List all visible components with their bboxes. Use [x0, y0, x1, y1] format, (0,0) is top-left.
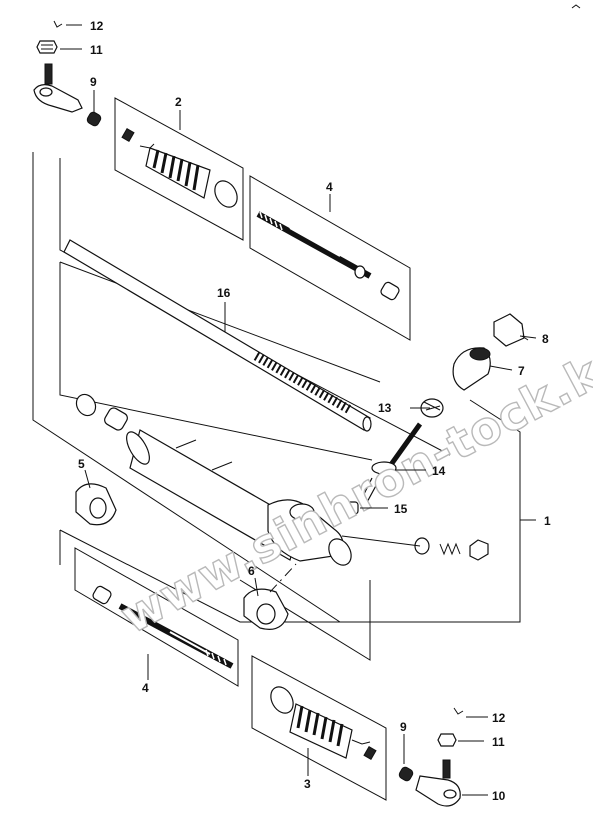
callout-15: 15 [394, 502, 408, 516]
inner-tie-rod-lower [92, 585, 234, 669]
adjuster-parts [452, 313, 529, 391]
spring-icon [439, 542, 461, 556]
frame-lower-edge [59, 529, 370, 623]
boot-lower-icon [289, 703, 353, 759]
inner-joint-upper-icon [380, 281, 400, 301]
pinion-gear-icon [359, 477, 379, 505]
lock-nut-8-icon [493, 313, 525, 347]
boot-group-3 [270, 686, 377, 761]
callout-4-lower: 4 [142, 681, 149, 695]
tie-rod-end-lower [398, 707, 464, 807]
frame-group-4-lower [74, 547, 239, 687]
leader-lines [60, 24, 537, 796]
callout-9-lower: 9 [400, 720, 407, 734]
frame-group-16-top [59, 261, 381, 383]
rack-bar-shaft-icon [63, 239, 371, 431]
inner-joint-lower-icon [92, 585, 112, 605]
rack-guide-icon [414, 537, 430, 555]
rack-bar [63, 239, 372, 432]
callout-4-upper: 4 [326, 180, 333, 194]
cotter-pin-lower-icon [453, 707, 464, 715]
callout-13: 13 [378, 401, 392, 415]
callout-5: 5 [78, 457, 85, 471]
lock-nut-upper-icon [86, 111, 102, 127]
rack-housing [75, 393, 352, 566]
rack-guide-parts [341, 535, 489, 561]
tie-rod-end-upper-body-icon [33, 84, 83, 113]
lock-nut-lower-icon [398, 766, 414, 782]
ball-stud-upper-icon [44, 63, 53, 85]
callout-8: 8 [542, 332, 549, 346]
frame-group-2 [114, 97, 244, 241]
callout-11-lower: 11 [492, 735, 505, 749]
callout-10: 10 [492, 789, 506, 803]
frame-group-16-left [59, 262, 373, 461]
o-ring-icon [75, 393, 97, 417]
cotter-pin-upper-icon [53, 20, 63, 28]
callout-2: 2 [175, 95, 182, 109]
callout-6: 6 [248, 564, 255, 578]
boot-group-2 [121, 127, 238, 208]
callout-12-lower: 12 [492, 711, 506, 725]
boot-upper-icon [145, 147, 211, 199]
callout-1: 1 [544, 514, 551, 528]
ball-stud-lower-icon [442, 759, 451, 779]
callout-3: 3 [304, 777, 311, 791]
adjust-screw-icon [469, 539, 489, 561]
boot-clamp-lower-icon [270, 686, 294, 714]
tie-rod-end-upper [33, 20, 102, 127]
frame-inner-line [59, 158, 451, 456]
frame-assembly-1 [32, 152, 521, 623]
callout-12-upper: 12 [90, 19, 104, 33]
callout-7: 7 [518, 364, 525, 378]
callout-11-upper: 11 [90, 43, 103, 57]
callout-14: 14 [432, 464, 446, 478]
castle-nut-upper-icon [36, 40, 58, 54]
bearing-15-icon [345, 501, 359, 515]
frame-group-3 [251, 655, 387, 801]
callout-9-upper: 9 [90, 75, 97, 89]
callout-16: 16 [217, 286, 231, 300]
pinion-parts [345, 398, 444, 515]
castle-nut-lower-icon [437, 733, 457, 747]
corner-mark [571, 4, 581, 9]
bushing-icon [104, 407, 128, 431]
mount-brackets [75, 483, 297, 630]
frame-group-4-upper [249, 175, 411, 341]
inner-tie-rod-upper [256, 211, 400, 301]
pinion-bearing-icon [371, 461, 397, 475]
boot-clamp-upper-icon [214, 180, 238, 208]
callout-labels: 12 11 9 2 4 16 8 7 13 1 5 14 15 6 4 12 9… [78, 19, 551, 803]
